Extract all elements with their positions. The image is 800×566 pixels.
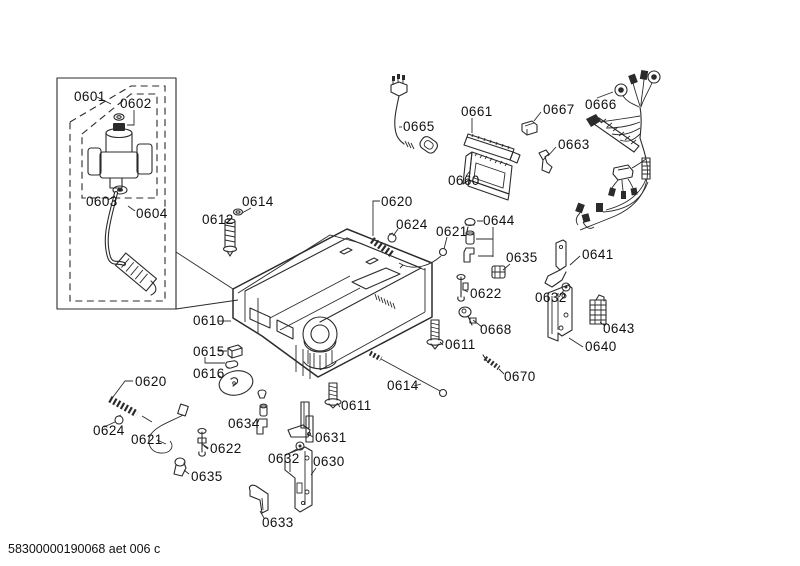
callout-0621-upper: 0621 [436,224,468,239]
callout-0624-lower: 0624 [93,423,125,438]
part-block-0667 [521,120,538,136]
callout-0633: 0633 [262,515,294,530]
callout-0640: 0640 [585,339,617,354]
callout-0630: 0630 [313,454,345,469]
callout-0663: 0663 [558,137,590,152]
callout-0661: 0661 [461,104,493,119]
part-pin-0670 [482,354,501,371]
callout-0611-lower: 0611 [341,398,372,413]
callout-0641: 0641 [582,247,614,262]
inset-water-inlet-assembly [56,77,239,310]
part-wiring-harness-0666 [575,69,661,231]
part-rod-0614 [368,350,448,398]
callout-0667: 0667 [543,102,575,117]
part-foot-screw-0611-right [426,319,444,350]
callout-0622-lower: 0622 [210,441,242,456]
callout-0620-lower: 0620 [135,374,167,389]
callout-0666: 0666 [585,97,617,112]
leader-lines [96,91,614,519]
part-clip-upper [387,232,397,243]
callout-0644: 0644 [483,213,515,228]
callout-0615: 0615 [193,344,225,359]
part-fixing-kit-0644 [463,217,476,263]
part-damper-disc-0616 [218,370,254,396]
part-bracket-0630 [284,446,313,513]
callout-0610: 0610 [193,313,225,328]
callout-0601: 0601 [74,89,106,104]
callout-labels: 0601 0602 0603 0604 0665 0661 0667 0666 … [74,89,635,530]
callout-0634: 0634 [228,416,260,431]
callout-0631: 0631 [315,430,347,445]
callout-0635-upper: 0635 [506,250,538,265]
part-spring-lower [108,395,139,418]
callout-0604: 0604 [136,206,168,221]
part-cable-upper [398,247,448,269]
document-code: 58300000190068 aet 006 c [8,542,160,556]
part-power-cord-0665 [390,74,438,154]
part-foot-screw-0611-lower [324,382,342,409]
callout-0611-right: 0611 [445,337,476,352]
part-nut-0624-lower [114,414,124,425]
part-latch-0635-lower [173,457,187,477]
part-bracket-0633 [248,484,269,514]
callout-0668: 0668 [480,322,512,337]
callout-0602: 0602 [120,96,152,111]
callout-0635-lower: 0635 [191,469,223,484]
callout-0643: 0643 [603,321,635,336]
callout-0614-rod: 0614 [387,378,419,393]
callout-0616: 0616 [193,366,225,381]
part-base-frame [232,228,433,379]
callout-0670: 0670 [504,369,536,384]
callout-0621-lower: 0621 [131,432,163,447]
callout-0660: 0660 [448,173,480,188]
callout-0632-lower: 0632 [268,451,300,466]
part-grid-0643 [589,294,607,325]
callout-0620-upper: 0620 [381,194,413,209]
part-pin-0622-upper [456,273,469,302]
callout-0665: 0665 [403,119,435,134]
callout-0603: 0603 [86,194,118,209]
part-fixing-0615 [225,344,243,369]
part-hinge-0631 [287,401,314,443]
part-roller-0632-lower [295,441,305,451]
callout-0612: 0612 [202,212,234,227]
part-clip-0663 [538,149,553,174]
part-cover-strip-0661 [463,133,521,164]
part-control-module-0660 [462,151,513,201]
callout-0622-upper: 0622 [470,286,502,301]
part-screw-and-nut [222,208,244,257]
part-fixing-kit-0634 [256,389,268,435]
part-key-0668 [458,306,477,326]
part-latch-0635-upper [491,265,506,279]
callout-0624-upper: 0624 [396,217,428,232]
part-mounting-bracket-0640 [547,284,573,342]
callout-0632-right: 0632 [535,290,567,305]
part-pin-0622-lower [197,427,209,457]
callout-0614-nut: 0614 [242,194,274,209]
part-cable-0621-lower [141,403,189,454]
part-hinge-lever-0641 [544,239,567,288]
